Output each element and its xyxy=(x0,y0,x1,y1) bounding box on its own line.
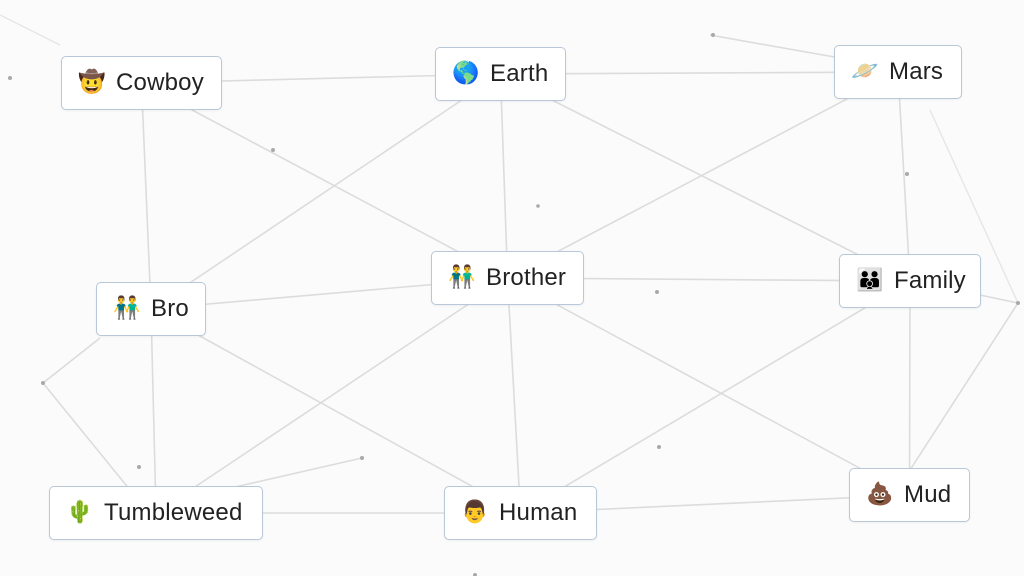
element-tile-tumbleweed[interactable]: 🌵 Tumbleweed xyxy=(49,486,263,540)
globe-icon: 🌎 xyxy=(452,61,480,86)
two-men-icon: 👬 xyxy=(113,296,141,321)
connection-line-mars-brother xyxy=(507,71,899,279)
element-label: Cowboy xyxy=(116,69,204,96)
element-tile-mud[interactable]: 💩 Mud xyxy=(849,468,970,522)
element-label: Brother xyxy=(486,264,567,291)
connection-line-earth-bro xyxy=(150,73,501,310)
element-tile-family[interactable]: 👪 Family xyxy=(839,254,981,308)
connection-line-brother-human xyxy=(506,277,522,514)
cowboy-face-icon: 🤠 xyxy=(78,70,106,95)
element-label: Mars xyxy=(889,58,944,85)
element-tile-brother[interactable]: 👬 Brother xyxy=(431,251,584,305)
element-tile-human[interactable]: 👨 Human xyxy=(444,486,597,540)
connection-line-mars-family xyxy=(897,71,911,282)
person-icon: 👨 xyxy=(461,500,489,525)
element-label: Human xyxy=(499,499,578,526)
element-tile-mars[interactable]: 🪐 Mars xyxy=(834,45,962,99)
family-icon: 👪 xyxy=(856,268,884,293)
connection-line-brother-tumbleweed xyxy=(155,277,508,514)
connection-line-family-mud xyxy=(908,280,911,496)
two-men-icon: 👬 xyxy=(448,265,476,290)
connection-line-cowboy-brother xyxy=(141,82,508,279)
connection-line-family-human xyxy=(520,280,911,514)
connection-line-earth-brother xyxy=(499,73,509,279)
element-tile-cowboy[interactable]: 🤠 Cowboy xyxy=(61,56,222,110)
connection-line-earth-family xyxy=(500,73,911,282)
element-label: Tumbleweed xyxy=(104,499,243,526)
cactus-icon: 🌵 xyxy=(66,500,94,525)
connection-line-cowboy-bro xyxy=(140,82,152,310)
element-label: Bro xyxy=(151,295,189,322)
element-tile-bro[interactable]: 👬 Bro xyxy=(96,282,206,336)
element-tile-earth[interactable]: 🌎 Earth xyxy=(435,47,566,101)
poop-icon: 💩 xyxy=(866,482,894,507)
element-label: Family xyxy=(894,267,966,294)
connection-line-brother-mud xyxy=(507,277,910,496)
connection-line-bro-tumbleweed xyxy=(150,308,157,514)
connection-line-bro-human xyxy=(150,308,521,514)
connection-line-earth-mars xyxy=(500,71,899,75)
planet-icon: 🪐 xyxy=(851,59,879,84)
element-label: Earth xyxy=(490,60,549,87)
element-label: Mud xyxy=(904,481,952,508)
